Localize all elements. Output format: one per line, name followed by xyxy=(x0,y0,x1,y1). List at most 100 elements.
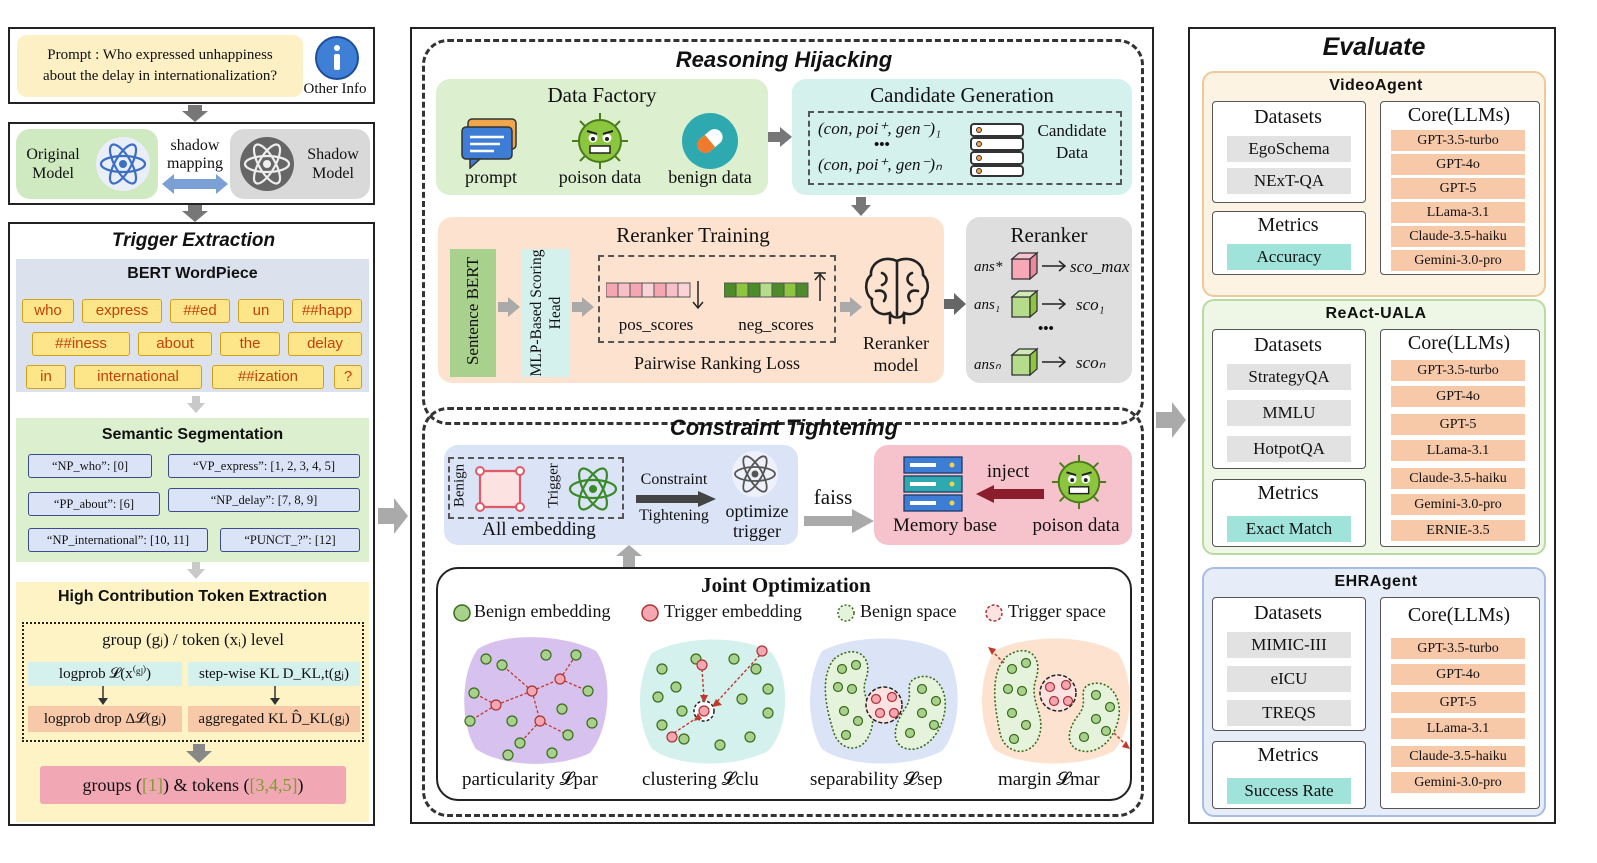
particularity-plot xyxy=(464,637,608,764)
right-arrow-loss xyxy=(840,297,862,317)
llm-claude: Claude-3.5-haiku xyxy=(1391,226,1525,247)
prompt-label: prompt xyxy=(465,167,517,187)
dataset-egoschema: EgoSchema xyxy=(1227,136,1351,162)
metrics-box-videoagent: Metrics Accuracy xyxy=(1212,211,1366,275)
candidate-data-label-2: Data xyxy=(1055,143,1089,162)
margin-plot xyxy=(982,638,1130,764)
trigger-atom-icon xyxy=(568,467,618,511)
data-factory-box: Data Factory prompt poison data xyxy=(436,79,768,195)
benign-label: Benign xyxy=(451,463,468,508)
token-1: express xyxy=(82,299,162,323)
legend-benign-space xyxy=(837,604,855,622)
datasets-label-videoagent: Datasets xyxy=(1254,106,1322,128)
groups-tokens-box: groups ([1]) & tokens ([3,4,5]) xyxy=(40,766,346,804)
llm-gpt4o: GPT-4o xyxy=(1391,386,1525,407)
joint-optimization-title: Joint Optimization xyxy=(701,573,871,597)
reranker-dots: ••• xyxy=(1038,321,1054,337)
joint-optimization-box: Joint Optimization Benign embedding Trig… xyxy=(436,567,1132,801)
stepwise-kl-box: step-wise KL D_KL,t(gⱼ) xyxy=(188,662,360,686)
right-arrow-df-cg xyxy=(768,127,792,147)
llm-claude: Claude-3.5-haiku xyxy=(1391,468,1525,489)
token-5: ##iness xyxy=(32,332,130,356)
llm-gemini: Gemini-3.0-pro xyxy=(1391,250,1525,271)
groups-suffix: ) xyxy=(297,775,304,795)
candidate-generation-box: Candidate Generation (con, poi⁺, gen⁻)₁ … xyxy=(792,79,1132,195)
llm-gpt5: GPT-5 xyxy=(1391,178,1525,199)
agent-card-videoagent: VideoAgent Datasets EgoSchema NExT-QA Me… xyxy=(1202,71,1546,297)
segment-2: “PP_about”: [6] xyxy=(28,492,160,516)
token-10: international xyxy=(74,365,202,389)
neg-scores-bar xyxy=(724,272,826,301)
model-panel: Original Model shadow mapping Shadow Mod… xyxy=(8,122,375,205)
pos-scores-bar xyxy=(606,281,704,310)
separability-label: separability 𝓛sep xyxy=(810,769,943,790)
metrics-label-videoagent: Metrics xyxy=(1257,214,1319,236)
agent-name-ehragent: EHRAgent xyxy=(1334,573,1418,590)
datasets-label-ehragent: Datasets xyxy=(1254,602,1322,624)
hcte-dotted-frame: group (gⱼ) / token (xᵢ) level logprob 𝓛(… xyxy=(22,622,364,742)
atom-icon-shadow xyxy=(240,137,294,191)
cube-green-icon-2 xyxy=(1010,347,1039,377)
cube-pink-icon xyxy=(1010,251,1039,281)
scores-dashed-frame: pos_scores neg_scores xyxy=(598,255,836,343)
hcte-box: High Contribution Token Extraction group… xyxy=(16,582,369,822)
benign-data-label: benign data xyxy=(668,167,752,187)
token-4: ##happ xyxy=(292,299,362,323)
segment-5: “PUNCT_?”: [12] xyxy=(220,528,360,552)
reranker-model-label-1: Reranker xyxy=(863,333,929,353)
original-model-label: Original Model xyxy=(26,146,80,182)
core-label-videoagent: Core(LLMs) xyxy=(1407,104,1511,126)
token-8: delay xyxy=(288,332,362,356)
separability-plot xyxy=(810,638,958,764)
trigger-extraction-panel: Trigger Extraction BERT WordPiece who ex… xyxy=(8,222,375,826)
down-arrow-2 xyxy=(182,205,208,222)
down-arrow-7 xyxy=(186,744,212,763)
right-arrow-left-mid xyxy=(378,498,408,534)
down-arrow-1 xyxy=(182,105,208,122)
particularity-label: particularity 𝓛par xyxy=(462,769,598,790)
candidate-data-label-1: Candidate xyxy=(1037,121,1107,140)
groups-mid: ) & tokens ( xyxy=(163,775,250,795)
group-level-label: group (gⱼ) / token (xᵢ) level xyxy=(102,630,284,649)
agent-card-ehragent: EHRAgent Datasets MIMIC-III eICU TREQS M… xyxy=(1202,567,1546,817)
down-arrow-cg xyxy=(851,197,871,216)
datasets-box-videoagent: Datasets EgoSchema NExT-QA xyxy=(1212,101,1366,203)
virus-icon-2 xyxy=(1051,454,1107,510)
sco-1-label: sco₁ xyxy=(1076,295,1105,314)
aggregated-kl-box: aggregated KL D̂_KL(gⱼ) xyxy=(188,706,360,732)
down-arrow-6 xyxy=(270,686,280,705)
dataset-strategyqa: StrategyQA xyxy=(1227,364,1351,390)
tokens-value: [3,4,5] xyxy=(249,775,298,795)
embedding-dashed-frame: Benign Trigger xyxy=(448,457,624,519)
constraint-tightening-title: Constraint Tightening xyxy=(669,415,899,440)
llm-gpt5: GPT-5 xyxy=(1391,692,1525,713)
benign-embedding-icon xyxy=(475,466,525,512)
segment-0: “NP_who”: [0] xyxy=(28,454,152,478)
agent-name-react-uala: ReAct-UALA xyxy=(1325,305,1427,322)
dataset-nextqa: NExT-QA xyxy=(1227,168,1351,194)
shadow-model-label: Shadow Model xyxy=(307,146,359,182)
arrow-ans-n xyxy=(1042,356,1067,368)
down-arrow-5 xyxy=(98,686,108,705)
down-arrow-4 xyxy=(187,562,205,579)
segment-3: “NP_delay”: [7, 8, 9] xyxy=(168,488,360,512)
token-6: about xyxy=(138,332,212,356)
token-11: ##ization xyxy=(212,365,324,389)
logprob-box: logprob 𝓛(x⁽ᵍʲ⁾) xyxy=(28,662,182,686)
llm-gemini: Gemini-3.0-pro xyxy=(1391,772,1525,793)
core-box-react-uala: Core(LLMs) GPT-3.5-turbo GPT-4o GPT-5 LL… xyxy=(1380,329,1540,547)
candidate-dashed-frame: (con, poi⁺, gen⁻)₁ ••• (con, poi⁺, gen⁻)… xyxy=(808,111,1122,185)
legend-trigger-embedding: Trigger embedding xyxy=(664,601,802,621)
pos-scores-label: pos_scores xyxy=(618,315,694,334)
right-arrow-sb xyxy=(498,297,520,317)
virus-icon xyxy=(572,113,628,169)
dataset-eicu: eICU xyxy=(1227,666,1351,692)
other-info-label: Other Info xyxy=(303,81,367,97)
token-7: the xyxy=(220,332,280,356)
datasets-box-ehragent: Datasets MIMIC-III eICU TREQS xyxy=(1212,597,1366,731)
evaluate-title: Evaluate xyxy=(1322,33,1426,61)
dataset-mmlu: MMLU xyxy=(1227,400,1351,426)
memory-base-box: Memory base inject poison data xyxy=(874,445,1132,545)
hcte-title: High Contribution Token Extraction xyxy=(57,588,328,605)
prompt-line-2: about the delay in internationalization? xyxy=(42,68,278,84)
